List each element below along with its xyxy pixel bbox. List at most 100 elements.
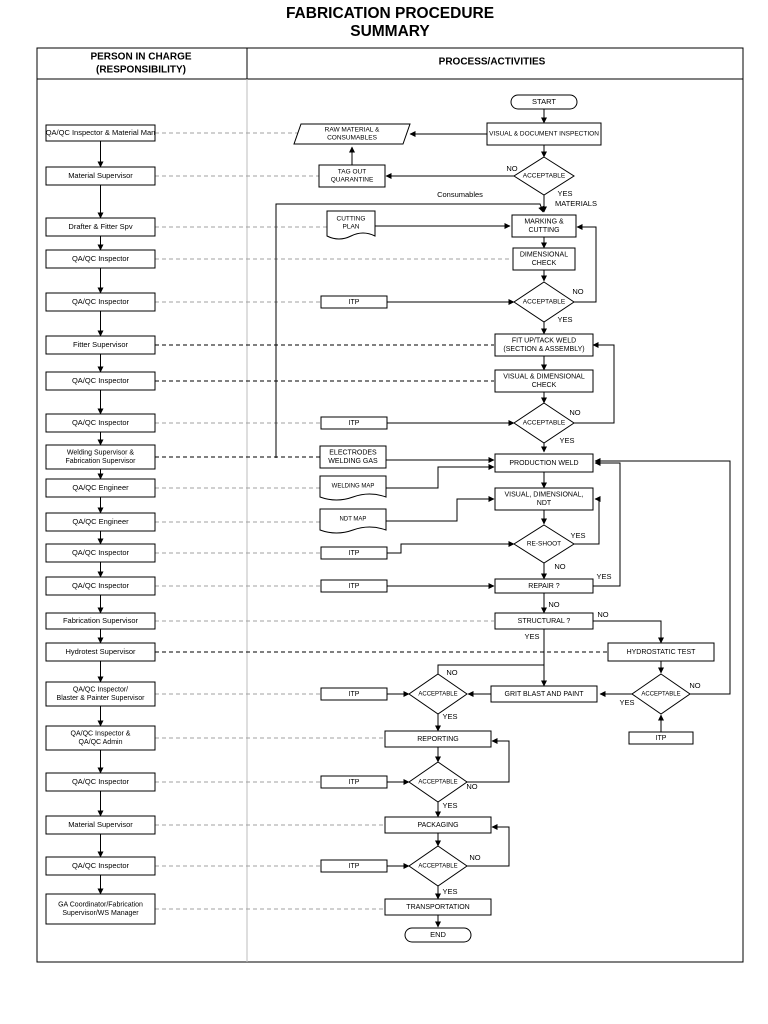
electrodes-welding-gas-label-line-2: WELDING GAS — [328, 458, 378, 465]
repair-decision-label-line-1: REPAIR ? — [528, 583, 559, 590]
person-box-5-label-line-1: QA/QC Inspector — [72, 297, 130, 306]
acceptable-diamond-2 — [513, 281, 575, 323]
accept6-yes-label: YES — [442, 887, 457, 896]
accept5-no-loop — [467, 738, 510, 783]
person-box-5 — [45, 292, 156, 312]
fit-up-tack-weld-label-line-1: FIT UP/TACK WELD — [512, 338, 576, 345]
person-box-15 — [45, 642, 156, 662]
marking-cutting-label-line-2: CUTTING — [528, 227, 559, 234]
repair-yes-loop — [593, 460, 621, 587]
person-box-13 — [45, 576, 156, 596]
person-box-6-label-line-1: Fitter Supervisor — [73, 340, 129, 349]
person-box-11-label-line-1: QA/QC Engineer — [72, 517, 129, 526]
acceptable-diamond-6 — [408, 845, 468, 887]
person-box-16-label-line-2: Blaster & Painter Supervisor — [57, 695, 146, 702]
visual-dimensional-ndt — [494, 487, 594, 511]
person-box-3 — [45, 217, 156, 237]
person-box-1 — [45, 124, 156, 142]
acceptable-diamond-2-label: ACCEPTABLE — [523, 299, 566, 306]
person-box-19 — [45, 815, 156, 835]
structural-decision — [494, 612, 594, 630]
diagram-title: FABRICATION PROCEDURE SUMMARY — [0, 5, 768, 41]
itp-box-4-label-line-1: ITP — [349, 583, 360, 590]
accept1-no-label: NO — [506, 164, 517, 173]
person-box-21 — [45, 893, 156, 925]
start-terminal-label: START — [532, 97, 556, 106]
title-line-2: SUMMARY — [350, 23, 430, 40]
itp-box-6 — [320, 775, 388, 789]
header-right: PROCESS/ACTIVITIES — [439, 57, 546, 68]
packaging-box — [384, 816, 492, 834]
welding-map-doc — [319, 475, 387, 501]
marking-cutting-label-line-1: MARKING & — [524, 219, 564, 226]
structural-no-label: NO — [597, 610, 608, 619]
production-weld — [494, 453, 594, 473]
accept1-yes-label: YES — [557, 189, 572, 198]
hydro-accept-no-label: NO — [689, 681, 700, 690]
grit-blast-paint-label-line-1: GRIT BLAST AND PAINT — [505, 691, 585, 698]
accept2-no-loop — [574, 224, 597, 303]
itp-box-hydro-label-line-1: ITP — [656, 735, 667, 742]
person-box-21-label-line-2: Supervisor/WS Manager — [62, 910, 139, 917]
ndt-map-doc — [319, 508, 387, 534]
reshoot-diamond-label: RE-SHOOT — [527, 541, 561, 548]
reporting-box — [384, 730, 492, 748]
visual-dimensional-check-label-line-2: CHECK — [532, 382, 557, 389]
acceptable-diamond-6-label: ACCEPTABLE — [418, 864, 457, 870]
person-box-3-label-line-1: Drafter & Fitter Spv — [68, 222, 132, 231]
accept6-no-loop — [467, 824, 510, 867]
reshoot-yes-label: YES — [570, 531, 585, 540]
person-box-13-label-line-1: QA/QC Inspector — [72, 581, 130, 590]
transportation-box-label-line-1: TRANSPORTATION — [406, 904, 469, 911]
person-box-17 — [45, 725, 156, 751]
consumables-feedback — [275, 203, 544, 458]
flow-ndtmap-vdn — [386, 496, 495, 522]
person-box-8 — [45, 413, 156, 433]
accept2-yes-label: YES — [557, 315, 572, 324]
person-box-17-label-line-1: QA/QC Inspector & — [71, 731, 131, 738]
diagram-frame — [36, 47, 744, 963]
reporting-box-label-line-1: REPORTING — [417, 736, 459, 743]
accept5-no-label: NO — [466, 782, 477, 791]
tag-out-quarantine-label-line-1: TAG OUT — [338, 169, 366, 176]
itp-box-5-label-line-1: ITP — [349, 691, 360, 698]
person-box-8-label-line-1: QA/QC Inspector — [72, 418, 130, 427]
person-box-19-label-line-1: Material Supervisor — [68, 820, 133, 829]
structural-decision-label-line-1: STRUCTURAL ? — [518, 618, 571, 625]
hydrostatic-test-label-line-1: HYDROSTATIC TEST — [627, 649, 697, 656]
repair-yes-label: YES — [596, 572, 611, 581]
visual-dimensional-check-label-line-1: VISUAL & DIMENSIONAL — [503, 374, 585, 381]
header-left-line-2: (RESPONSIBILITY) — [96, 65, 186, 76]
visual-document-inspection-label-line-1: VISUAL & DOCUMENT INSPECTION — [489, 131, 599, 138]
itp-box-hydro — [628, 731, 694, 745]
itp-box-7 — [320, 859, 388, 873]
person-box-1-label-line-1: QA/QC Inspector & Material Man — [46, 128, 156, 137]
acceptable-diamond-1 — [513, 156, 575, 196]
person-box-20-label-line-1: QA/QC Inspector — [72, 861, 130, 870]
accept4-no-label: NO — [446, 668, 457, 677]
person-box-7 — [45, 371, 156, 391]
itp-box-7-label-line-1: ITP — [349, 863, 360, 870]
reshoot-diamond — [513, 524, 575, 564]
consumables-label: Consumables — [437, 190, 483, 199]
person-box-4-label-line-1: QA/QC Inspector — [72, 254, 130, 263]
person-box-6 — [45, 335, 156, 355]
person-box-11 — [45, 512, 156, 532]
production-weld-label-line-1: PRODUCTION WELD — [509, 460, 578, 467]
acceptable-diamond-3 — [513, 402, 575, 444]
title-line-1: FABRICATION PROCEDURE — [285, 5, 495, 22]
person-box-4 — [45, 249, 156, 269]
hydrostatic-test — [607, 642, 715, 662]
cutting-plan-doc-label-line-2: PLAN — [343, 224, 360, 231]
hydro-accept-yes-label: YES — [619, 698, 634, 707]
person-box-9-label-line-1: Welding Supervisor & — [67, 450, 135, 457]
repair-no-label: NO — [548, 600, 559, 609]
itp-box-1 — [320, 295, 388, 309]
accept6-no-label: NO — [469, 853, 480, 862]
acceptable-diamond-hydro-label: ACCEPTABLE — [641, 692, 680, 698]
itp-box-1-label-line-1: ITP — [349, 299, 360, 306]
acceptable-diamond-5 — [408, 761, 468, 803]
person-box-14-label-line-1: Fabrication Supervisor — [63, 616, 139, 625]
person-box-21-label-line-1: GA Coordinator/Fabrication — [58, 902, 143, 909]
